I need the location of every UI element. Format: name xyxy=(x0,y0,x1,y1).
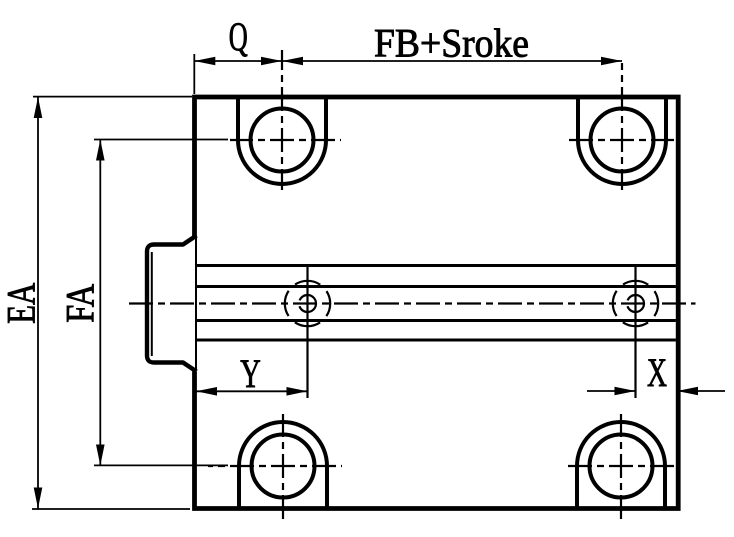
svg-text:Q: Q xyxy=(229,14,248,59)
svg-text:FB+Sroke: FB+Sroke xyxy=(374,21,529,66)
svg-text:Y: Y xyxy=(240,351,261,396)
svg-text:EA: EA xyxy=(0,283,43,324)
svg-text:FA: FA xyxy=(58,284,103,323)
svg-text:X: X xyxy=(647,350,667,395)
